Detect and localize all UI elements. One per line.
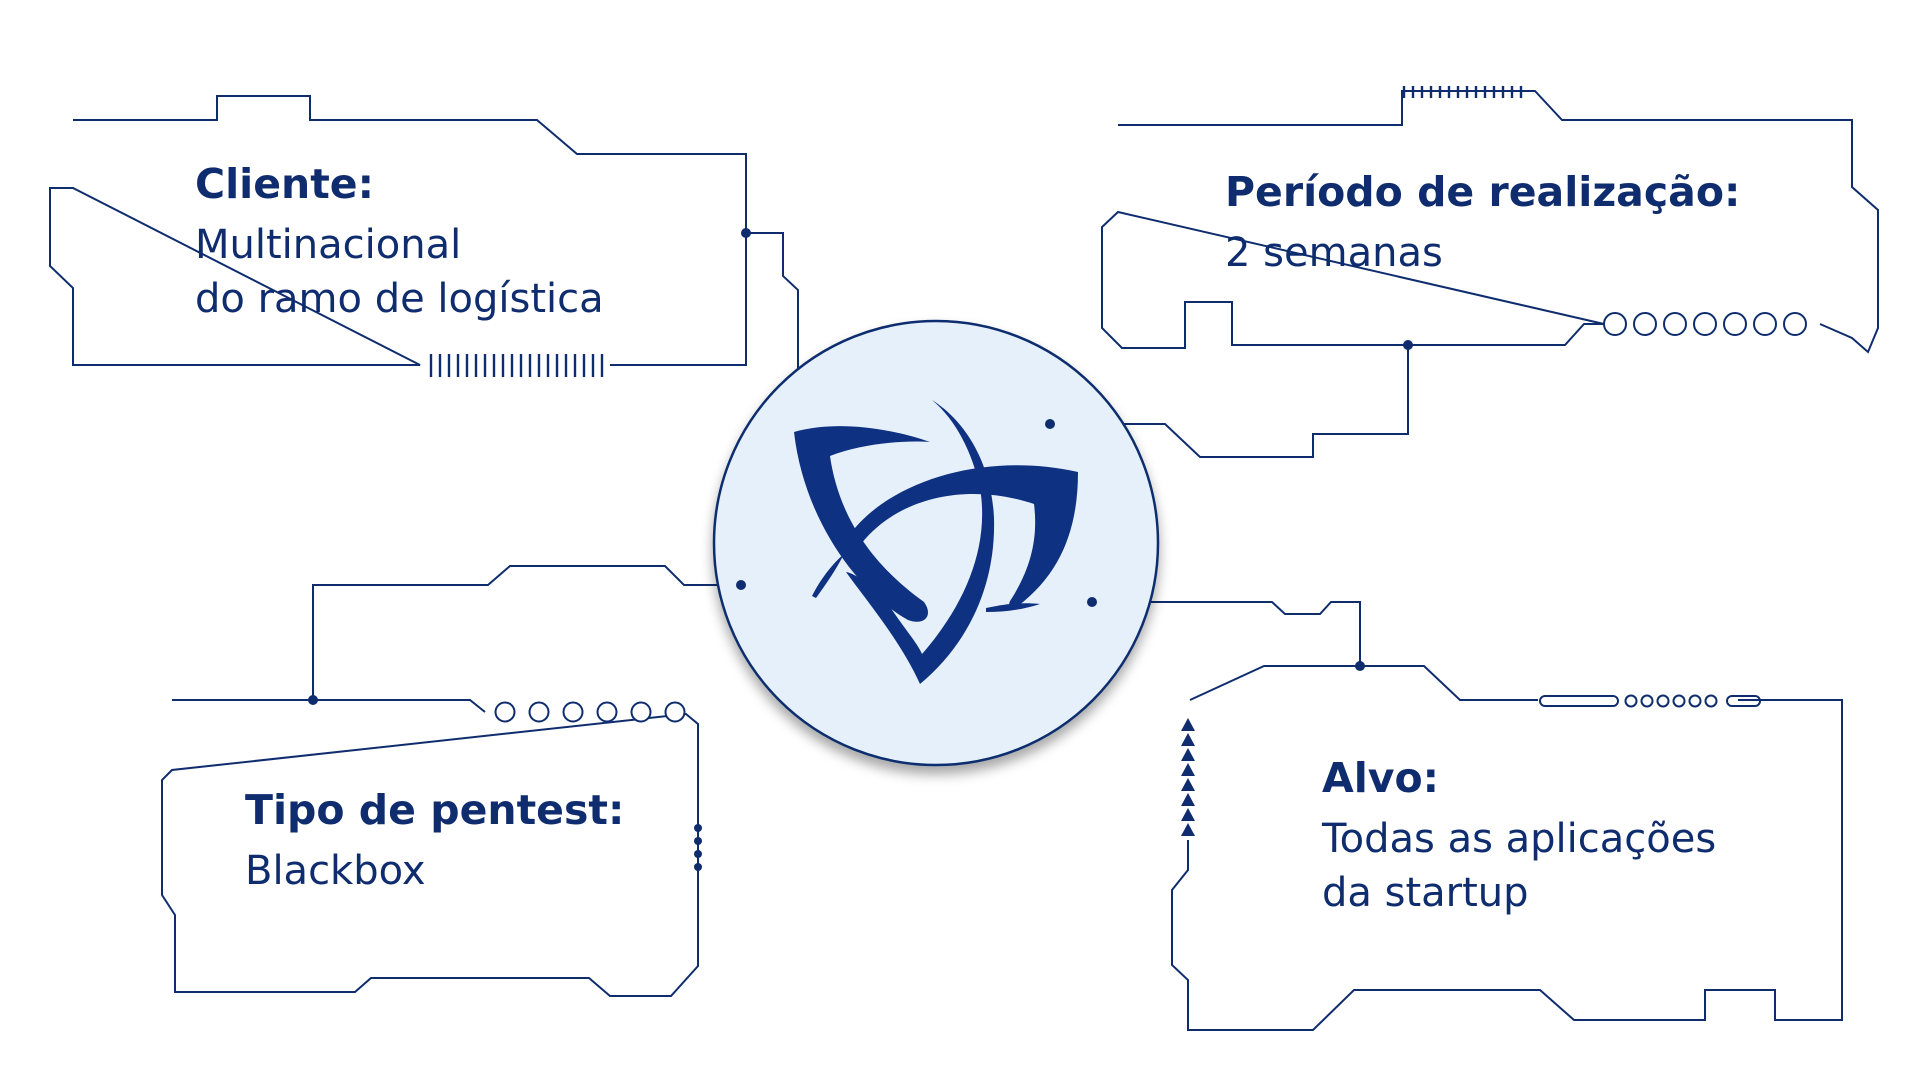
card-periodo-ticks: [1402, 86, 1523, 98]
card-tipo-rings: [494, 701, 686, 723]
card-alvo-triangles: [1181, 718, 1195, 836]
triskelion-logo-icon: [794, 400, 1078, 684]
card-cliente-ticks: [429, 354, 604, 377]
card-tipo-line1: Blackbox: [245, 848, 426, 894]
card-cliente-line1: Multinacional: [195, 222, 461, 268]
center-hub: [712, 319, 1160, 767]
connector-tipo: [312, 565, 741, 700]
card-cliente-line2: do ramo de logística: [195, 276, 604, 322]
connector-alvo: [1092, 601, 1361, 666]
connector-periodo: [1050, 345, 1409, 458]
card-alvo-line2: da startup: [1322, 870, 1529, 916]
card-alvo-pill-right: [1726, 695, 1761, 707]
card-cliente-title: Cliente:: [195, 160, 374, 208]
card-cliente-frame: [49, 95, 747, 366]
card-periodo-title: Período de realização:: [1225, 168, 1740, 216]
node-tipo-hub: [736, 580, 746, 590]
card-tipo: Tipo de pentest: Blackbox: [161, 699, 702, 997]
node-alvo-card: [1355, 661, 1365, 671]
card-periodo-rings: [1603, 312, 1807, 336]
card-alvo-frame: [1171, 665, 1843, 1031]
card-alvo-pill-left: [1539, 695, 1619, 707]
node-alvo-hub: [1087, 597, 1097, 607]
node-tipo-card: [308, 695, 318, 705]
card-alvo-line1: Todas as aplicações: [1321, 816, 1716, 862]
card-tipo-side-dots: [694, 824, 702, 871]
card-periodo: Período de realização: 2 semanas: [1101, 86, 1879, 354]
card-tipo-frame: [161, 699, 699, 997]
connector-cliente: [746, 232, 799, 418]
card-alvo-rings: [1624, 694, 1718, 708]
card-periodo-line1: 2 semanas: [1225, 230, 1443, 276]
card-alvo: Alvo: Todas as aplicações da startup: [1171, 665, 1843, 1031]
node-periodo-card: [1403, 340, 1413, 350]
node-cliente-card: [741, 228, 751, 238]
card-cliente: Cliente: Multinacional do ramo de logíst…: [49, 95, 747, 377]
node-periodo-hub: [1045, 419, 1055, 429]
card-periodo-frame: [1101, 90, 1879, 354]
connectors: [308, 228, 1413, 705]
center-hub-circle: [712, 319, 1160, 767]
card-tipo-title: Tipo de pentest:: [245, 786, 624, 834]
card-alvo-title: Alvo:: [1322, 754, 1439, 802]
